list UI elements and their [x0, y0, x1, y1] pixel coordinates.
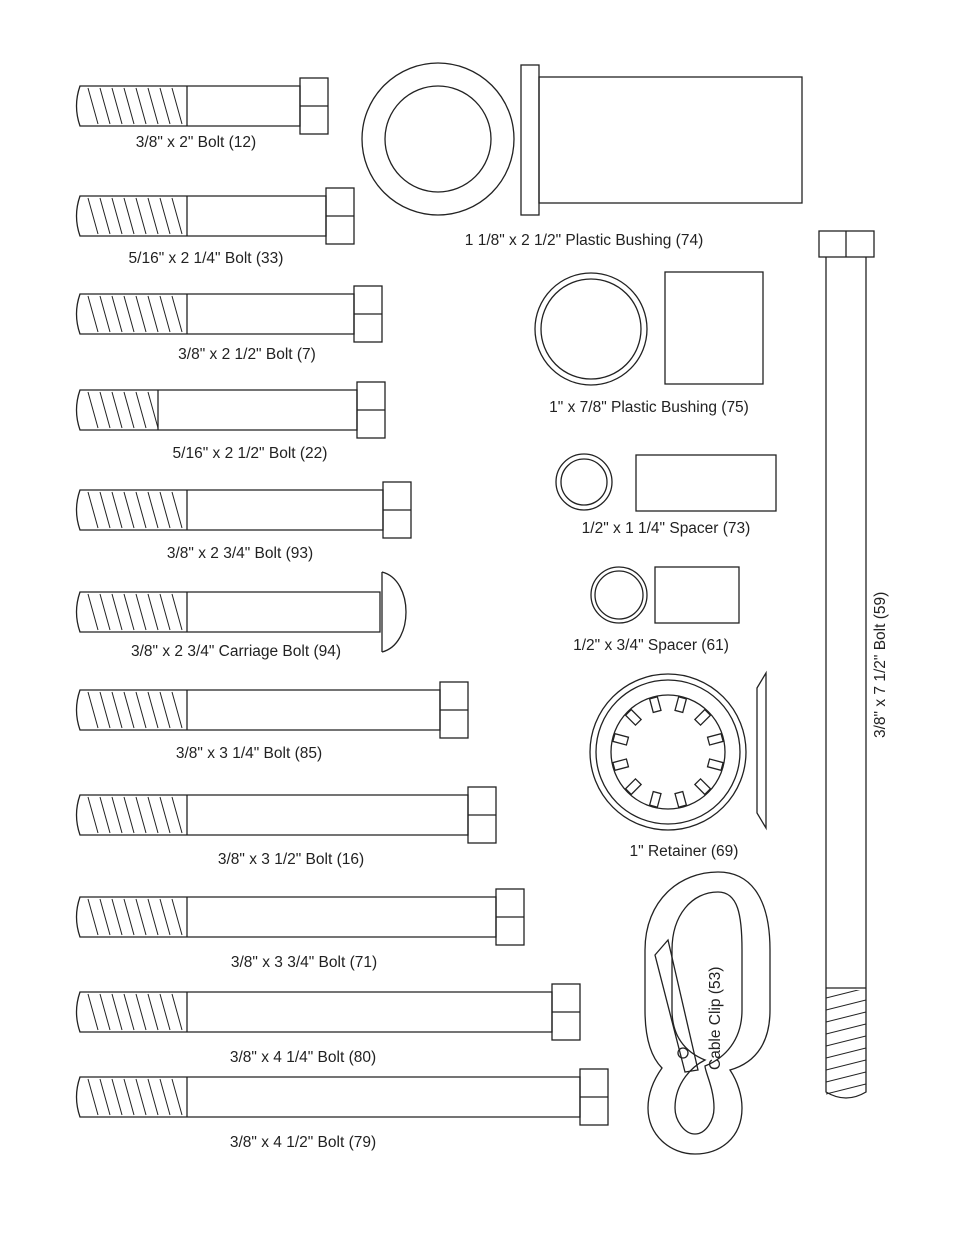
hex-bolt-label: 3/8" x 3 1/4" Bolt (85): [176, 745, 322, 762]
carriage-bolt-94-label: 3/8" x 2 3/4" Carriage Bolt (94): [131, 643, 341, 660]
spacer-61-label: 1/2" x 3/4" Spacer (61): [573, 637, 729, 654]
hex-bolt: [75, 77, 329, 135]
hex-bolt-label: 3/8" x 2 1/2" Bolt (7): [178, 346, 316, 363]
hex-bolt: [75, 983, 581, 1041]
bolt-59: [818, 230, 875, 1099]
spacer-61: [590, 566, 740, 624]
hex-bolt: [75, 888, 525, 946]
carriage-bolt-94: [75, 571, 407, 653]
plastic-bushing-75: [534, 271, 764, 386]
retainer-69: [589, 670, 767, 831]
retainer-69-label: 1" Retainer (69): [630, 843, 739, 860]
hex-bolt-label: 5/16" x 2 1/2" Bolt (22): [173, 445, 328, 462]
hex-bolt: [75, 786, 497, 844]
spacer-73: [555, 453, 777, 512]
spacer-73-label: 1/2" x 1 1/4" Spacer (73): [582, 520, 751, 537]
plastic-bushing-74: [361, 62, 803, 216]
hex-bolt: [75, 381, 386, 439]
cable-clip-53-label: Cable Clip (53): [707, 967, 724, 1070]
bushing-75-label: 1" x 7/8" Plastic Bushing (75): [549, 399, 749, 416]
hex-bolt: [75, 1068, 609, 1126]
hex-bolt-label: 3/8" x 2 3/4" Bolt (93): [167, 545, 313, 562]
hex-bolt: [75, 481, 412, 539]
bolt-59-label: 3/8" x 7 1/2" Bolt (59): [872, 592, 889, 738]
hex-bolt-label: 3/8" x 2" Bolt (12): [136, 134, 256, 151]
bushing-74-label: 1 1/8" x 2 1/2" Plastic Bushing (74): [465, 232, 703, 249]
hex-bolt: [75, 285, 383, 343]
hex-bolt-label: 5/16" x 2 1/4" Bolt (33): [129, 250, 284, 267]
bolt-list: [75, 77, 609, 1126]
hex-bolt-label: 3/8" x 3 1/2" Bolt (16): [218, 851, 364, 868]
hex-bolt-label: 3/8" x 3 3/4" Bolt (71): [231, 954, 377, 971]
hex-bolt-label: 3/8" x 4 1/2" Bolt (79): [230, 1134, 376, 1151]
cable-clip-53: [644, 871, 771, 1155]
hex-bolt: [75, 681, 469, 739]
hex-bolt-label: 3/8" x 4 1/4" Bolt (80): [230, 1049, 376, 1066]
hex-bolt: [75, 187, 355, 245]
